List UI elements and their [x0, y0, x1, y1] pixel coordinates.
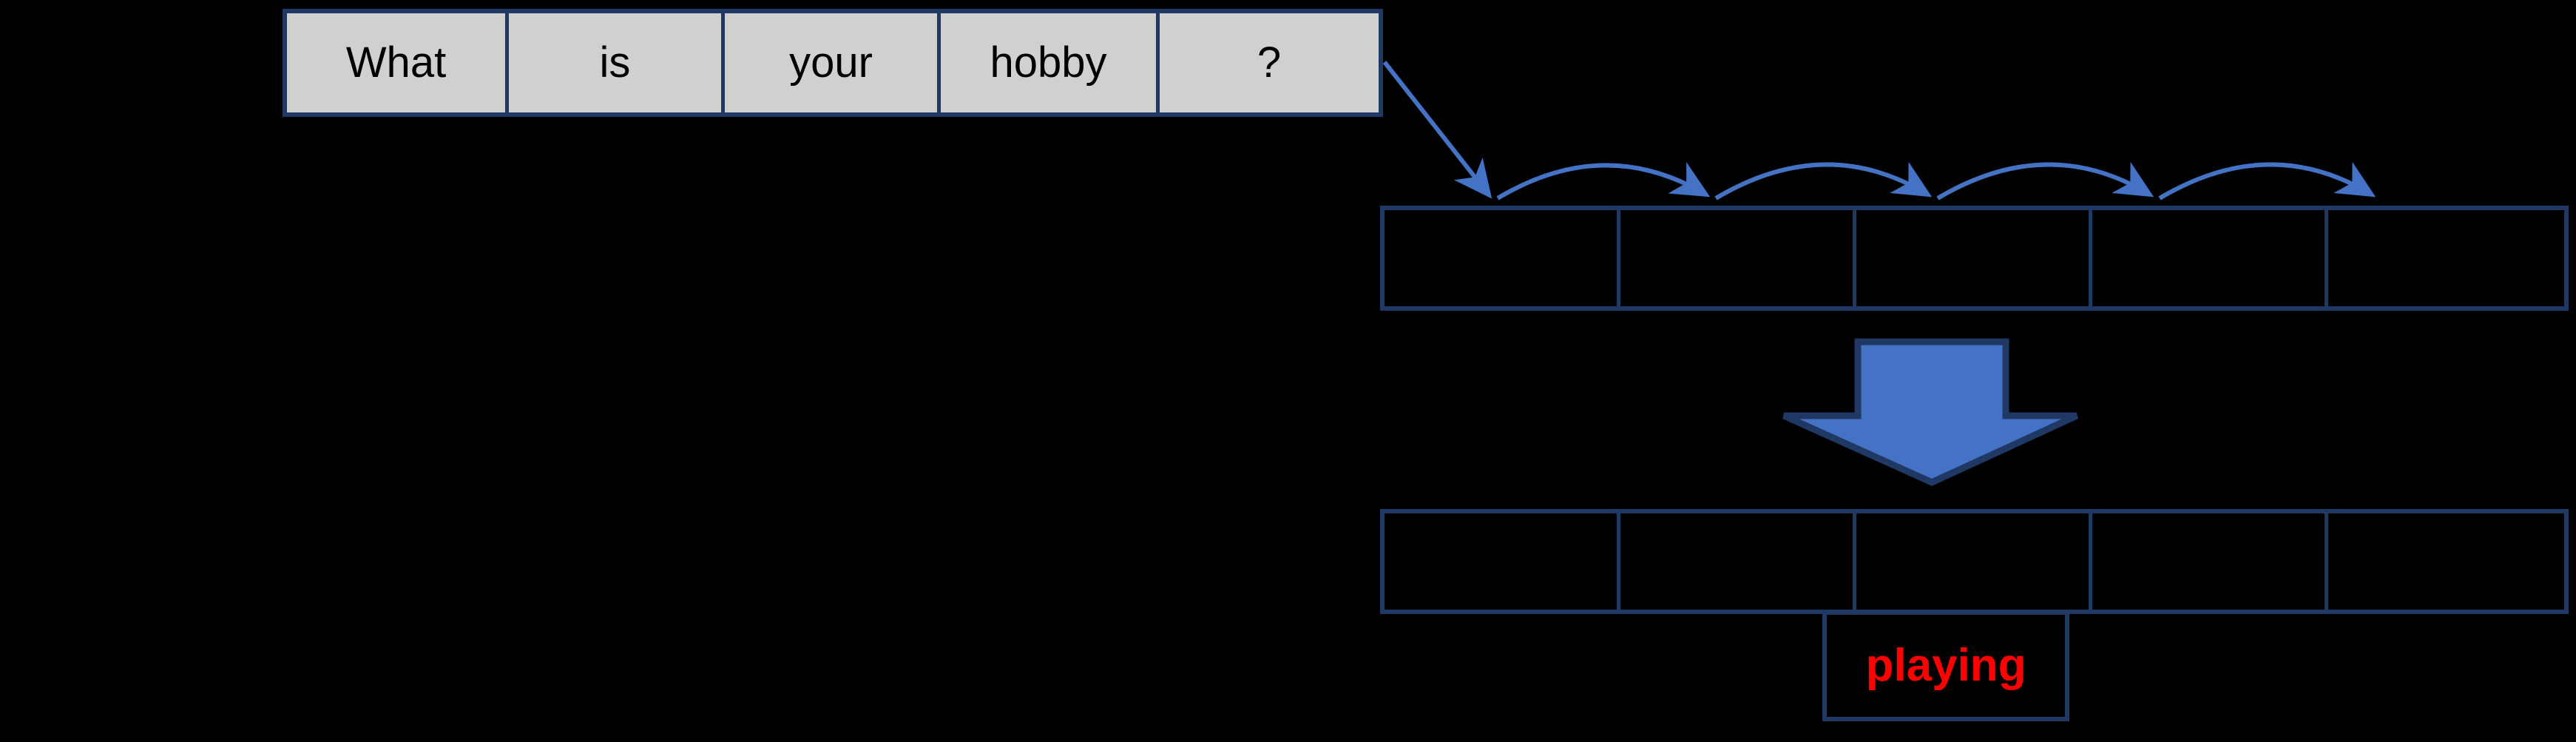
hop-arrow-3: [1936, 161, 2154, 200]
input-token-cell-0[interactable]: What: [287, 13, 509, 112]
decoder-cell-3[interactable]: [2092, 513, 2328, 610]
hop-arrow-1: [1496, 161, 1711, 200]
input-token-cell-4[interactable]: ?: [1160, 13, 1379, 112]
hop-arrow-4: [2158, 161, 2376, 200]
predicted-token-cell[interactable]: playing: [1822, 610, 2069, 721]
down-arrow-shape: [1782, 338, 2078, 486]
encoder-cell-2[interactable]: [1856, 210, 2092, 306]
decoder-cell-1[interactable]: [1620, 513, 1856, 610]
hop-arrow-0: [1382, 61, 1492, 199]
encoder-table: [1380, 206, 2569, 311]
decoder-cell-2[interactable]: [1856, 513, 2092, 610]
encoder-cell-4[interactable]: [2328, 210, 2564, 306]
hop-arrow-2: [1714, 161, 1933, 200]
input-token-cell-1[interactable]: is: [509, 13, 725, 112]
input-token-cell-2[interactable]: your: [725, 13, 941, 112]
decoder-cell-4[interactable]: [2328, 513, 2564, 610]
decoder-cell-0[interactable]: [1385, 513, 1620, 610]
predicted-token-label: playing: [1865, 640, 2026, 691]
input-token-cell-3[interactable]: hobby: [941, 13, 1160, 112]
decoder-table: [1380, 509, 2569, 614]
encoder-cell-0[interactable]: [1385, 210, 1620, 306]
input-sentence-table: What is your hobby ?: [283, 9, 1383, 117]
encoder-cell-3[interactable]: [2092, 210, 2328, 306]
encoder-cell-1[interactable]: [1620, 210, 1856, 306]
